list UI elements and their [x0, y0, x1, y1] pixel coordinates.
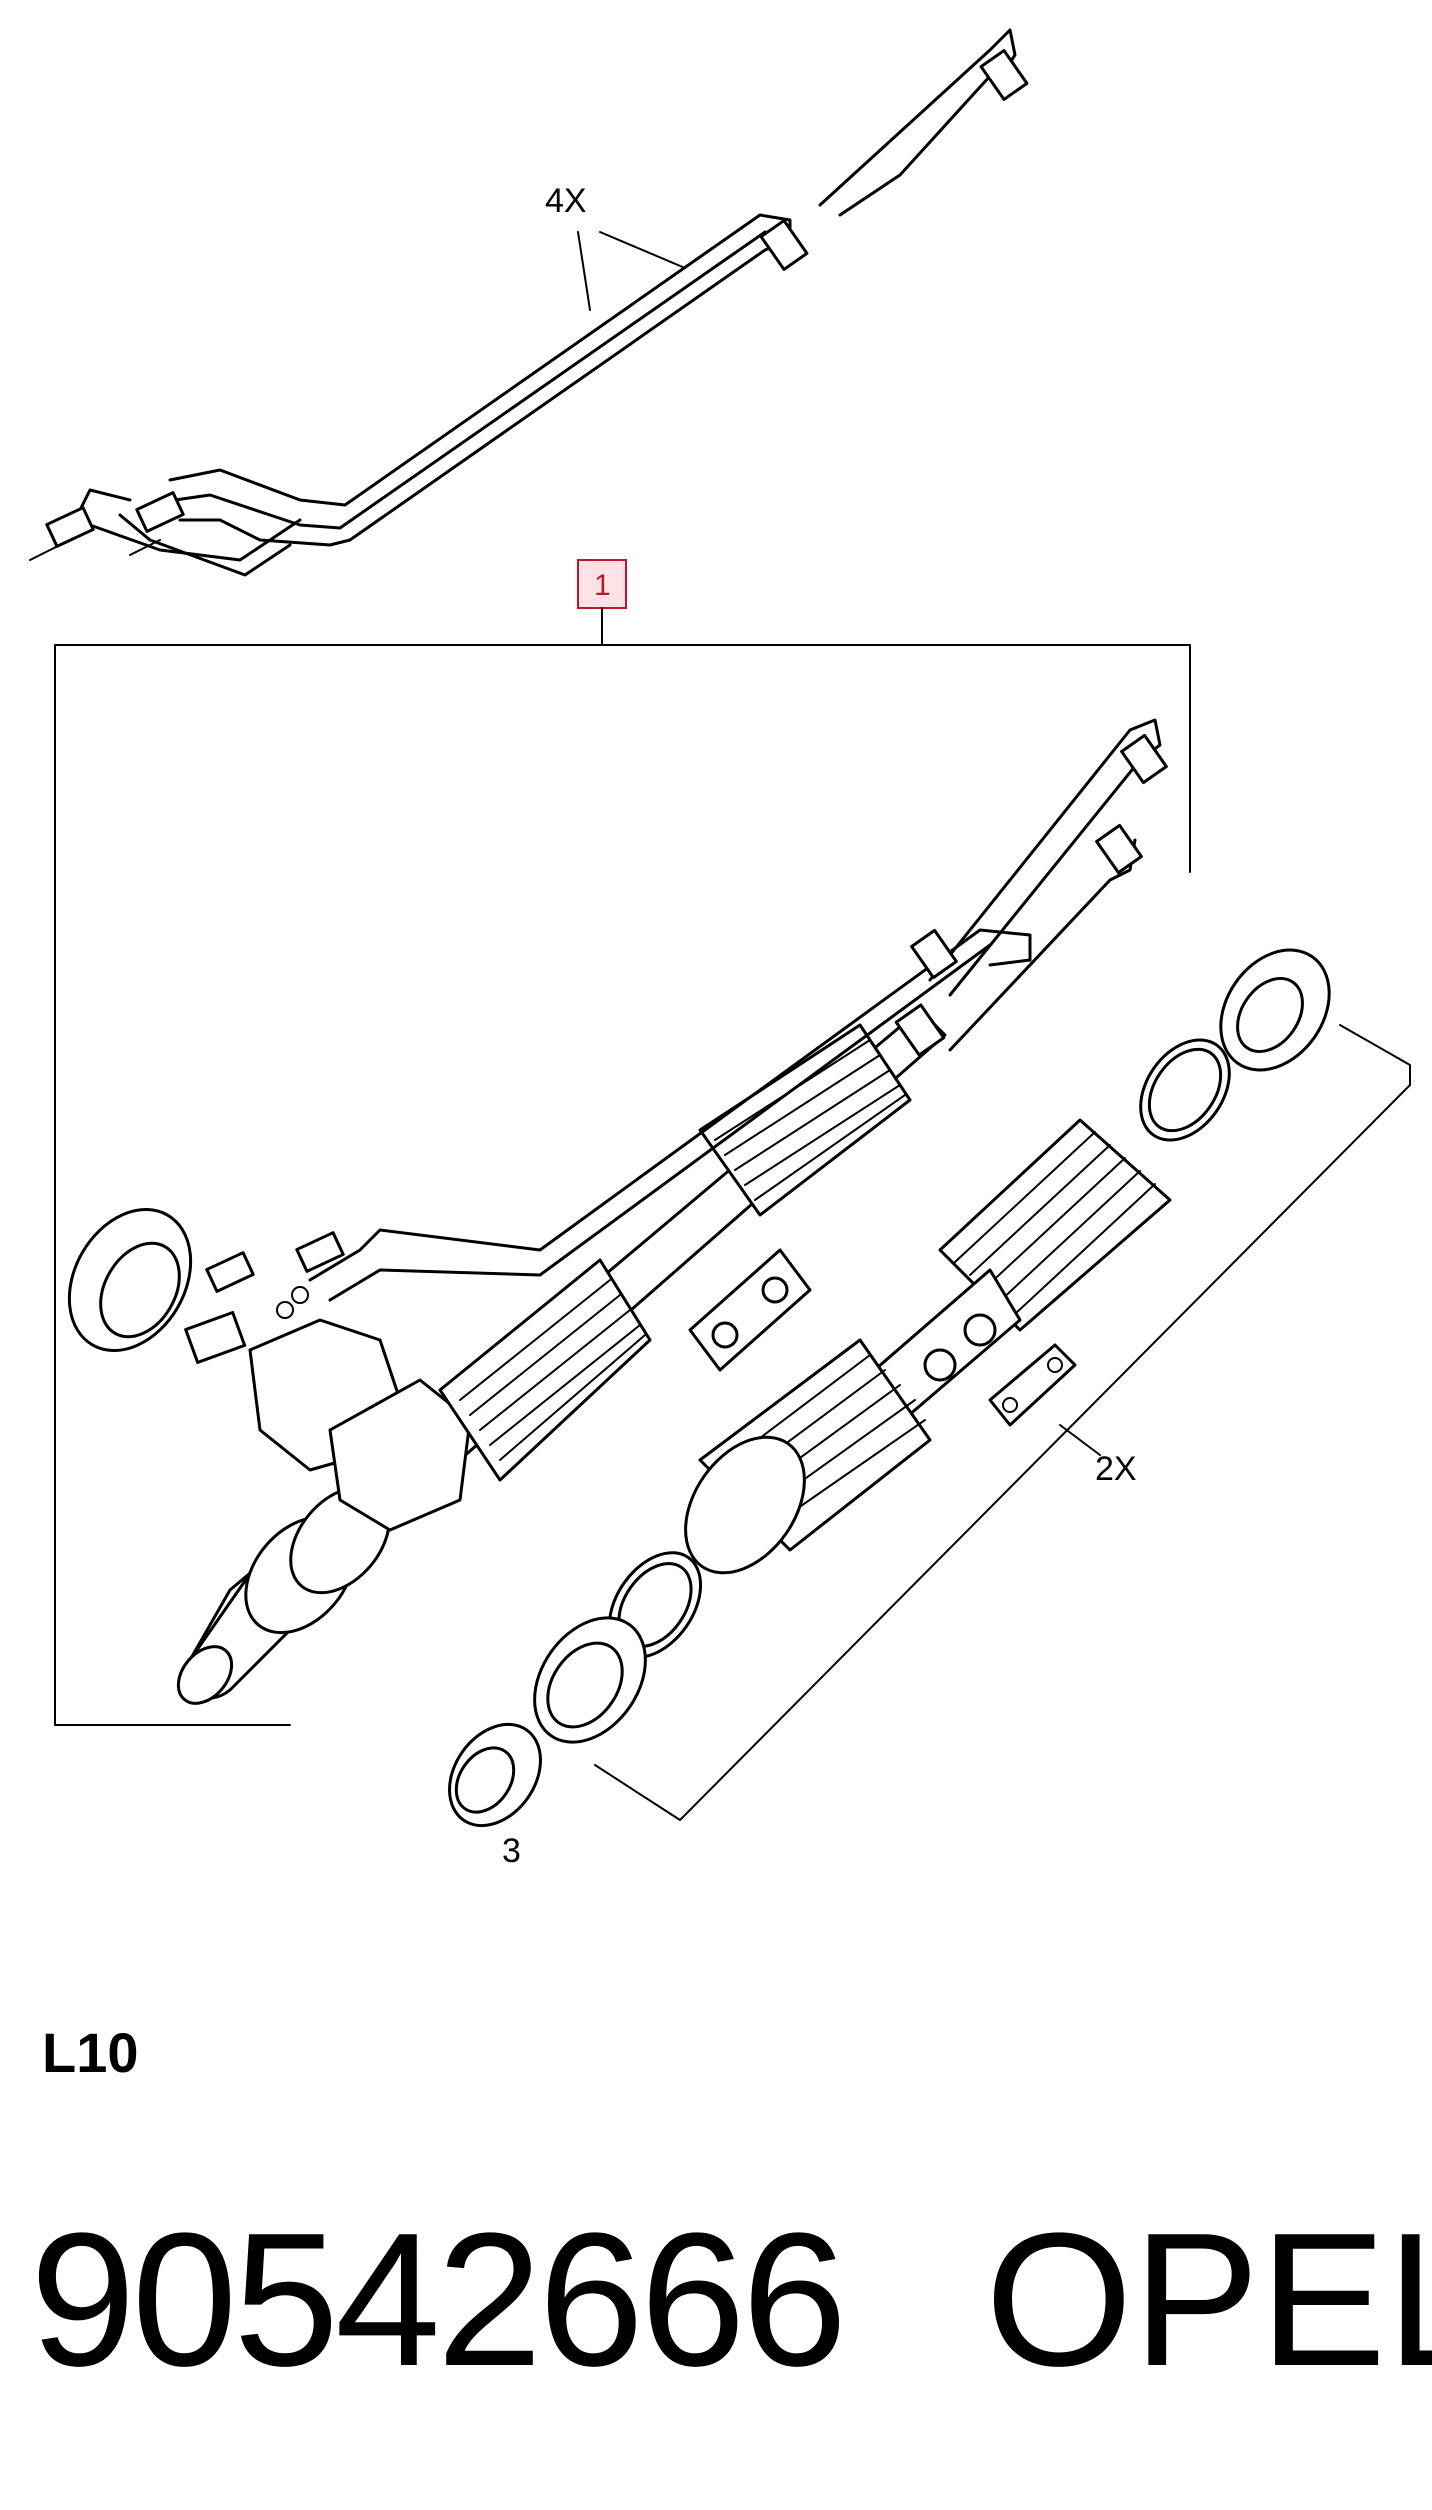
left-bellows-boot: [438, 1258, 652, 1482]
right-bellows-boot: [698, 1023, 912, 1217]
hydraulic-lines-set: [29, 28, 1029, 577]
callout-4x-label: 4X: [545, 182, 587, 220]
callout-1-label: 1: [594, 569, 611, 602]
steering-rack-assembly: [67, 718, 1168, 1705]
shaft-seal: 3: [448, 1722, 542, 1870]
boot-kit: [533, 948, 1411, 1821]
part-number: 90542666: [30, 2194, 847, 2406]
callout-4x: 4X: [545, 182, 686, 311]
steering-rack-exploded-diagram: 4X 1: [29, 28, 1411, 1870]
callout-3-label: 3: [502, 1832, 521, 1870]
group-code-label: L10: [42, 2021, 139, 2084]
callout-2x-label: 2X: [1095, 1450, 1137, 1488]
brand-name: OPEL: [985, 2194, 1432, 2406]
left-end-cap: [67, 1207, 193, 1353]
item-1-bracket: 1: [54, 559, 1191, 1726]
callout-2x: 2X: [1059, 1424, 1137, 1488]
